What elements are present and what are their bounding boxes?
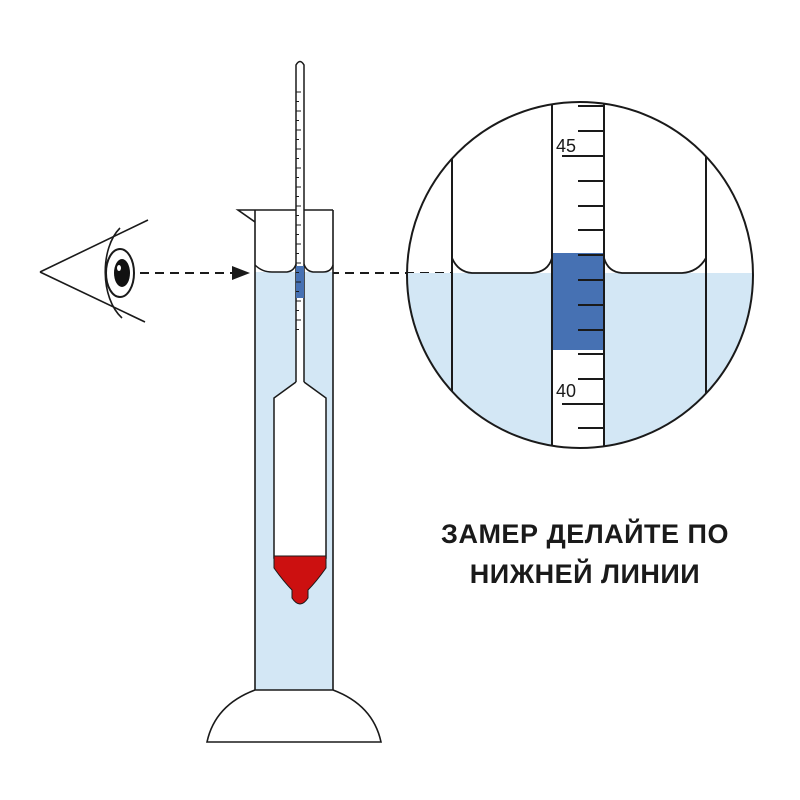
caption-line-2: НИЖНЕЙ ЛИНИИ: [469, 559, 701, 589]
scale-label-40: 40: [556, 381, 576, 401]
zoom-reading-band: [552, 253, 604, 350]
cylinder-base: [206, 689, 382, 743]
hydrometer: [273, 60, 327, 605]
arrow-icon: [232, 266, 250, 280]
caption-line-1: ЗАМЕР ДЕЛАЙТЕ ПО: [441, 519, 729, 549]
zoom-circle: 45 40: [406, 101, 754, 449]
graduated-cylinder: [206, 209, 382, 743]
eye-icon: [39, 219, 149, 323]
scale-label-45: 45: [556, 136, 576, 156]
zoom-scale: [562, 105, 604, 429]
ballast: [273, 555, 327, 605]
stem-scale: [296, 91, 301, 330]
instruction-caption: ЗАМЕР ДЕЛАЙТЕ ПО НИЖНЕЙ ЛИНИИ: [400, 514, 770, 594]
